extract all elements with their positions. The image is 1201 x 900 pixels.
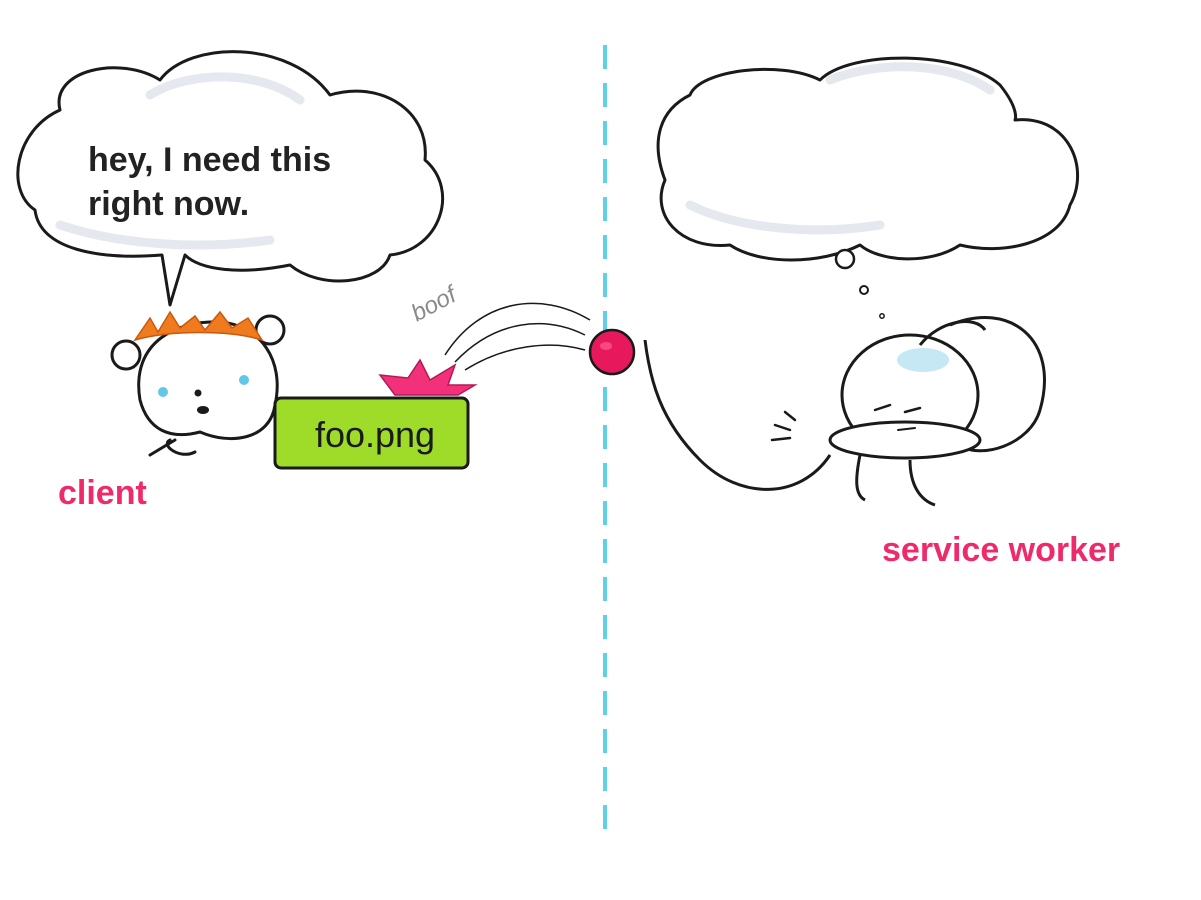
ball-icon [588,328,636,376]
thought-cloud-icon [656,56,1080,319]
file-box [273,358,478,470]
speech-line-2: right now. [88,185,250,223]
service-worker-label: service worker [882,531,1121,569]
speech-bubble-text: hey, I need this right now. [88,138,408,226]
service-worker-character-icon [643,316,1046,507]
speech-bubble-icon [16,50,444,307]
speech-line-1: hey, I need this [88,141,332,179]
motion-lines [444,302,591,371]
client-label: client [58,474,147,512]
file-name: foo.png [314,414,436,455]
client-character-icon [110,310,286,457]
